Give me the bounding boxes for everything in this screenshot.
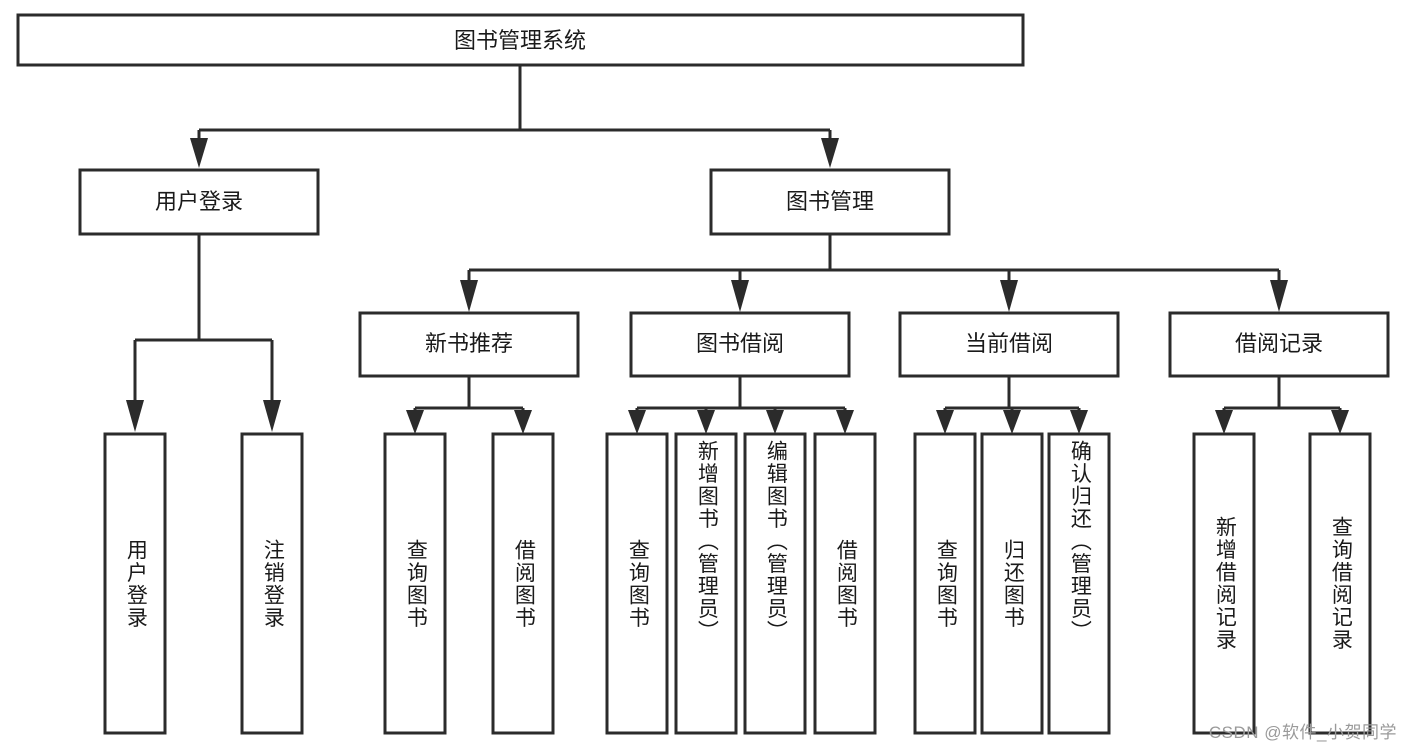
- node-current-borrow-box[interactable]: [898, 311, 1120, 378]
- node-book-manage-box[interactable]: [709, 168, 951, 236]
- node-book-manage-label: 图书管理: [786, 189, 874, 214]
- leaf-box-cb-2[interactable]: [1047, 432, 1111, 735]
- arrow-head-br-1: [1331, 410, 1349, 434]
- node-root[interactable]: 图书管理系统: [16, 13, 1025, 67]
- leaf-box-nbr-1[interactable]: [491, 432, 555, 735]
- arrow-head-level3-3: [1270, 280, 1288, 312]
- arrow-head-nbr-1: [514, 410, 532, 434]
- node-book-borrow-box[interactable]: [629, 311, 851, 378]
- arrow-head-bb-3: [836, 410, 854, 434]
- node-book-manage[interactable]: 图书管理: [709, 168, 951, 236]
- leaf-box-user-login-0[interactable]: [103, 432, 167, 735]
- watermark-text: CSDN @软件_小贺同学: [1208, 723, 1397, 742]
- leaf-box-br-0[interactable]: [1192, 432, 1256, 735]
- arrow-head-bb-2: [766, 410, 784, 434]
- leaf-box-bb-1[interactable]: [674, 432, 738, 735]
- node-borrow-record-box[interactable]: [1168, 311, 1390, 378]
- node-borrow-record-label: 借阅记录: [1235, 331, 1323, 356]
- node-current-borrow[interactable]: 当前借阅: [898, 311, 1120, 378]
- node-root-label: 图书管理系统: [454, 28, 586, 53]
- arrow-head-user-login-0: [126, 400, 144, 432]
- node-user-login[interactable]: 用户登录: [78, 168, 320, 236]
- arrow-head-bb-0: [628, 410, 646, 434]
- arrow-head-user-login-1: [263, 400, 281, 432]
- leaf-box-bb-3[interactable]: [813, 432, 877, 735]
- arrow-head-cb-2: [1070, 410, 1088, 434]
- node-new-book-recommend-box[interactable]: [358, 311, 580, 378]
- node-book-borrow-label: 图书借阅: [696, 331, 784, 356]
- arrow-head-level2-1: [821, 138, 839, 168]
- leaf-box-br-1[interactable]: [1308, 432, 1372, 735]
- arrow-head-br-0: [1215, 410, 1233, 434]
- arrow-head-level3-0: [460, 280, 478, 312]
- leaf-box-bb-0[interactable]: [605, 432, 669, 735]
- node-current-borrow-label: 当前借阅: [965, 331, 1053, 356]
- arrow-head-bb-1: [697, 410, 715, 434]
- arrow-head-cb-0: [936, 410, 954, 434]
- leaf-box-bb-2[interactable]: [743, 432, 807, 735]
- node-borrow-record[interactable]: 借阅记录: [1168, 311, 1390, 378]
- arrow-head-nbr-0: [406, 410, 424, 434]
- arrow-head-level3-2: [1000, 280, 1018, 312]
- node-user-login-label: 用户登录: [155, 189, 243, 214]
- leaf-box-cb-0[interactable]: [913, 432, 977, 735]
- leaf-box-cb-1[interactable]: [980, 432, 1044, 735]
- leaf-box-user-login-1[interactable]: [240, 432, 304, 735]
- leaf-box-nbr-0[interactable]: [383, 432, 447, 735]
- node-book-borrow[interactable]: 图书借阅: [629, 311, 851, 378]
- arrow-head-level2-0: [190, 138, 208, 168]
- node-root-box[interactable]: [16, 13, 1025, 67]
- node-new-book-recommend-label: 新书推荐: [425, 331, 513, 356]
- arrow-head-level3-1: [731, 280, 749, 312]
- node-new-book-recommend[interactable]: 新书推荐: [358, 311, 580, 378]
- arrow-head-cb-1: [1003, 410, 1021, 434]
